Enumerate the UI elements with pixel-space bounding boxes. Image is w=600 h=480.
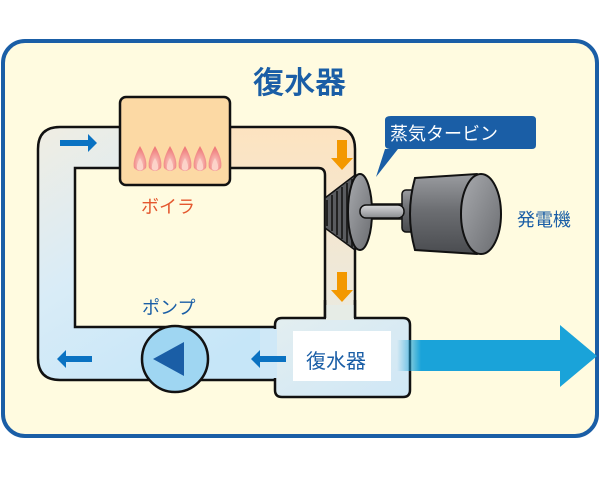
generator-label: 発電機: [517, 210, 571, 231]
generator-face: [460, 173, 502, 255]
condenser-label: 復水器: [306, 349, 366, 373]
flame-core-icon: [151, 158, 159, 171]
boiler-label: ボイラ: [141, 197, 195, 218]
turbine-callout: [376, 116, 536, 177]
flow-arrow-left-1: [57, 350, 92, 368]
pump-triangle-icon: [153, 342, 184, 376]
boiler-flames: [133, 146, 222, 171]
cooling-water-arrow: [397, 325, 597, 387]
page-title: 復水器: [253, 66, 347, 101]
flame-core-icon: [181, 158, 189, 171]
flow-arrow-left-2: [251, 350, 286, 368]
pump-label: ポンプ: [142, 298, 196, 319]
flow-arrow-right: [60, 134, 97, 152]
condenser-inlet: [326, 305, 354, 320]
condenser-label-panel: [293, 331, 391, 381]
flame-core-icon: [166, 158, 174, 171]
flame-core-icon: [196, 158, 204, 171]
boiler: [118, 95, 232, 187]
pipe-join: [260, 329, 277, 378]
turbine-label: 蒸気タービン: [390, 124, 498, 145]
steam-arrow-down-2: [331, 272, 353, 302]
steam-arrow-down-1: [331, 140, 353, 170]
flame-core-icon: [136, 158, 144, 171]
flame-core-icon: [211, 158, 219, 171]
turbine: [324, 173, 405, 252]
